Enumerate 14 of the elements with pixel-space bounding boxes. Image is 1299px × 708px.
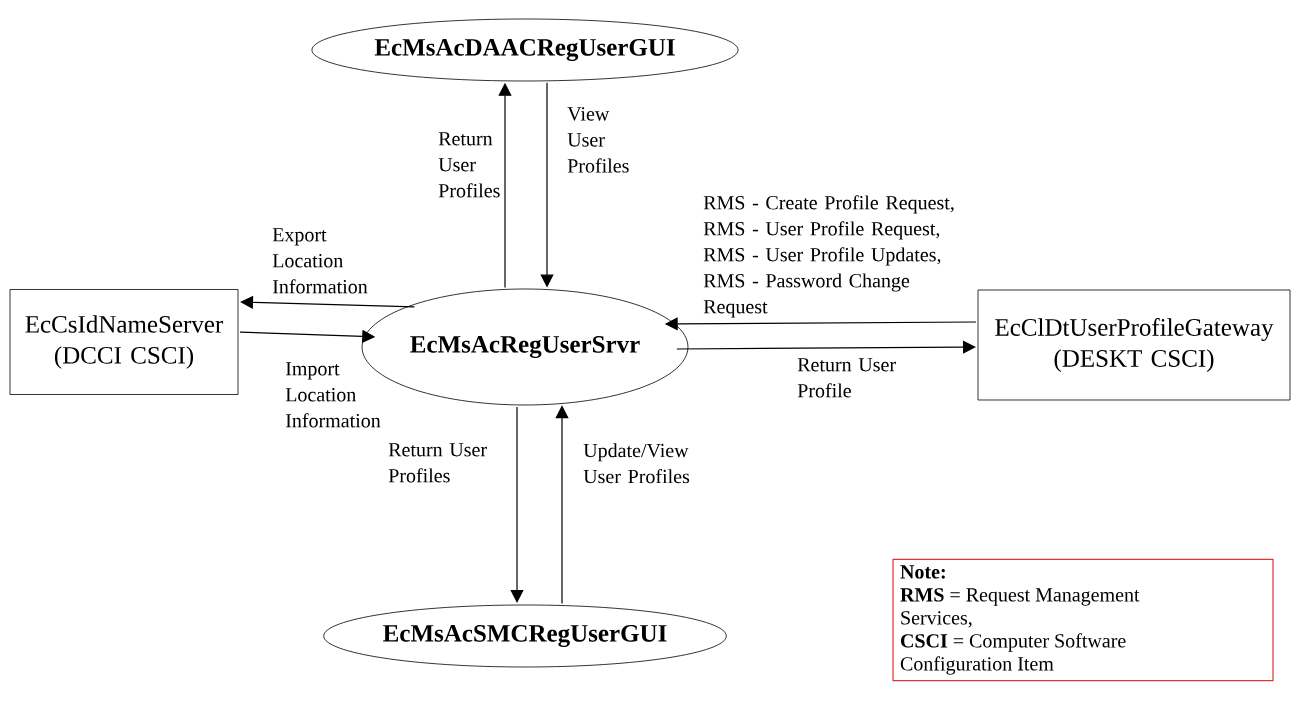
ellipse-node: EcMsAcSMCRegUserGUI bbox=[323, 604, 727, 668]
edge-label: RMS - Create Profile Request, RMS - User Profile Request, RMS - User Profile Updates, RMS - Password Change Request bbox=[703, 195, 954, 318]
arrow bbox=[510, 406, 524, 603]
edge-label: Return User Profiles bbox=[438, 132, 500, 198]
arrow bbox=[676, 340, 976, 354]
process-box: EcClDtUserProfileGateway (DESKT CSCI) bbox=[977, 289, 1291, 401]
ellipse-node: EcMsAcDAACRegUserGUI bbox=[311, 18, 739, 82]
edge-label: Return User Profiles bbox=[388, 443, 487, 483]
edge-label: View User Profiles bbox=[567, 107, 629, 173]
process-box: EcCsIdNameServer (DCCI CSCI) bbox=[9, 289, 239, 395]
edge-label: Return User Profile bbox=[797, 358, 896, 398]
arrow bbox=[555, 405, 569, 605]
edge-label: Update/View User Profiles bbox=[583, 443, 690, 484]
note-box: Note: RMS = Request Management Services, CSCI = Computer Software Configuration Item bbox=[892, 558, 1274, 682]
